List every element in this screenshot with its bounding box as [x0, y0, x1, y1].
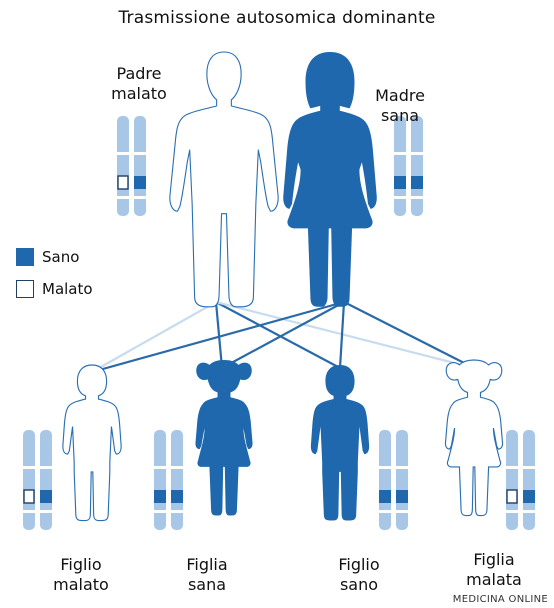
chromosome-pair-daughter-healthy: [153, 430, 184, 530]
legend-item-malato: Malato: [16, 280, 93, 298]
child-label-1-line1: Figlio: [36, 555, 126, 575]
child-label-4-line2: malata: [444, 570, 544, 590]
child-label-3-line1: Figlio: [314, 555, 404, 575]
child-label-1: Figlio malato: [36, 555, 126, 595]
chromosome-pair-son-healthy: [378, 430, 409, 530]
line-father-son-healthy: [216, 302, 340, 368]
legend-label-sano: Sano: [42, 248, 79, 266]
chromosome-pair-mother: [393, 116, 424, 216]
child-label-4: Figlia malata: [444, 550, 544, 590]
son-affected-figure: [63, 365, 121, 521]
mother-label-line2: sana: [360, 106, 440, 126]
daughter-healthy-figure: [195, 360, 252, 516]
son-healthy-figure: [311, 365, 369, 521]
child-label-3-line2: sano: [314, 575, 404, 595]
diagram-title: Trasmissione autosomica dominante: [0, 8, 554, 28]
chromosome-pair-daughter-affected: [505, 430, 536, 530]
watermark: MEDICINA ONLINE: [453, 594, 548, 605]
child-label-3: Figlio sano: [314, 555, 404, 595]
daughter-affected-figure: [445, 360, 502, 516]
legend-label-malato: Malato: [42, 280, 93, 298]
child-label-2-line1: Figlia: [162, 555, 252, 575]
child-label-2: Figlia sana: [162, 555, 252, 595]
legend-item-sano: Sano: [16, 248, 79, 266]
legend-swatch-filled: [16, 248, 34, 266]
father-figure: [170, 52, 278, 307]
mother-label: Madre sana: [360, 86, 440, 126]
chromosome-pair-son-affected: [22, 430, 53, 530]
line-father-son-affected: [92, 302, 216, 372]
father-label-line1: Padre: [94, 64, 184, 84]
child-label-4-line1: Figlia: [444, 550, 544, 570]
legend-swatch-outline: [16, 280, 34, 298]
child-label-2-line2: sana: [162, 575, 252, 595]
line-father-daughter-affected: [216, 302, 474, 368]
child-label-1-line2: malato: [36, 575, 126, 595]
line-mother-daughter-healthy: [222, 302, 344, 368]
father-label: Padre malato: [94, 64, 184, 104]
mother-label-line1: Madre: [360, 86, 440, 106]
chromosome-pair-father: [116, 116, 147, 216]
father-label-line2: malato: [94, 84, 184, 104]
line-mother-daughter-affected: [344, 302, 474, 368]
inheritance-lines: [92, 302, 474, 372]
